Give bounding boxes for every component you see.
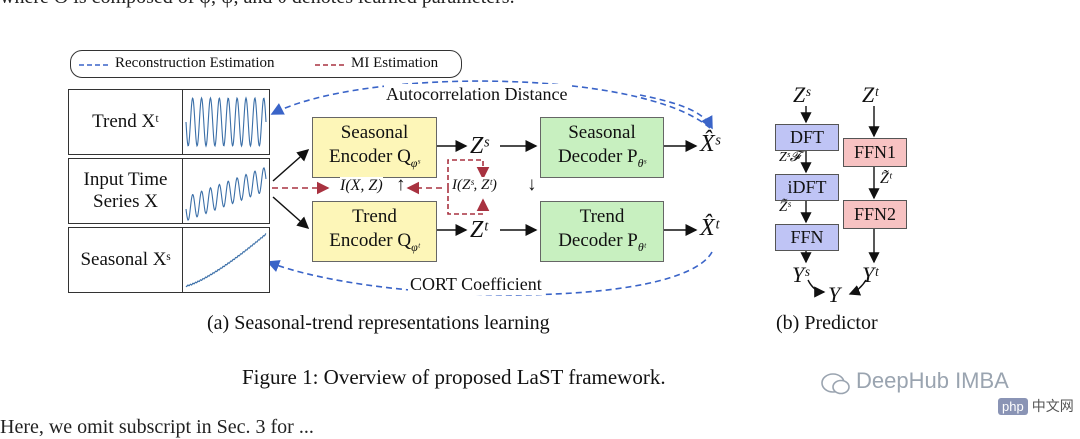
trend-decoder-box: Trend Decoder Pθᵗ [540, 201, 664, 262]
autocorrelation-label: Autocorrelation Distance [384, 84, 570, 105]
php-badge-group: php 中文网 [998, 396, 1074, 416]
seasonal-curve-plot [185, 233, 267, 288]
zs-symbol: Zˢ [470, 133, 489, 159]
pred-zs: Zˢ [793, 82, 810, 107]
legend-red-dash [315, 64, 345, 66]
legend: Reconstruction Estimation MI Estimation [70, 50, 462, 78]
autocorrelation-curve-right-head [639, 94, 713, 130]
cort-label: CORT Coefficient [408, 274, 544, 295]
trend-encoder-box: Trend Encoder Qφᵗ [312, 201, 437, 262]
input-series-plot [185, 167, 267, 221]
trend-label-box: Trend Xᵗ [68, 89, 183, 155]
mi-xz-up-arrow: ↑ [396, 174, 406, 195]
trend-plot [182, 89, 270, 155]
bottom-text-line: Here, we omit subscript in Sec. 3 for ..… [0, 416, 314, 438]
dft-box: DFT [775, 124, 839, 151]
arrow-input-to-seasonal-encoder [272, 149, 310, 182]
input-plot [182, 158, 270, 224]
pred-arrow-yt-y [848, 279, 867, 296]
seasonal-label-box: Seasonal Xˢ [68, 227, 183, 293]
seasonal-plot [182, 227, 270, 293]
caption-b: (b) Predictor [776, 312, 878, 334]
pred-zsF-label: Zˢ𝓕 [779, 150, 801, 165]
figure-caption: Figure 1: Overview of proposed LaST fram… [242, 365, 666, 389]
idft-box: iDFT [775, 174, 839, 201]
pred-ztilde-t-label: Z̃ᵗ [880, 170, 892, 187]
wechat-icon [821, 373, 850, 395]
arrow-input-to-trend-encoder [272, 196, 310, 229]
pred-yt: Yᵗ [862, 262, 878, 287]
watermark-text: DeepHub IMBA [856, 368, 1009, 393]
xhat-t-symbol: X̂ᵗ [700, 215, 719, 241]
php-cn-text: 中文网 [1031, 399, 1074, 415]
pred-y: Y [828, 282, 841, 307]
legend-reconstruction-label: Reconstruction Estimation [115, 55, 275, 71]
mi-zz-bracket-lower [447, 188, 490, 215]
zt-symbol: Zᵗ [470, 217, 488, 243]
top-text-line: where Θ is composed of φ, ψ, and θ denot… [0, 0, 515, 9]
legend-blue-dash [79, 64, 109, 66]
autocorrelation-curve [270, 80, 711, 129]
mi-zz-down-arrow: ↓ [527, 174, 537, 195]
ffn-box: FFN [775, 224, 839, 251]
legend-mi-label: MI Estimation [351, 55, 439, 71]
ffn2-box: FFN2 [843, 200, 907, 229]
pred-ztilde-s-label: Z̃ˢ [779, 199, 791, 215]
trend-oscillation-plot [185, 96, 267, 148]
pred-ys: Yˢ [792, 262, 809, 287]
caption-a: (a) Seasonal-trend representations learn… [207, 312, 550, 334]
mi-zz-label: I(Zˢ, Zᵗ) [452, 177, 497, 194]
watermark: DeepHub IMBA [820, 368, 1009, 397]
pred-zt: Zᵗ [862, 82, 878, 107]
seasonal-decoder-box: Seasonal Decoder Pθˢ [540, 117, 664, 178]
xhat-s-symbol: X̂ˢ [700, 131, 720, 157]
mi-xz-label: I(X, Z) [340, 177, 383, 195]
mi-zz-bracket [447, 159, 490, 188]
php-badge: php [998, 398, 1028, 415]
ffn1-box: FFN1 [843, 138, 907, 167]
seasonal-encoder-box: Seasonal Encoder Qφˢ [312, 117, 437, 178]
pred-arrow-ys-y [807, 279, 826, 298]
